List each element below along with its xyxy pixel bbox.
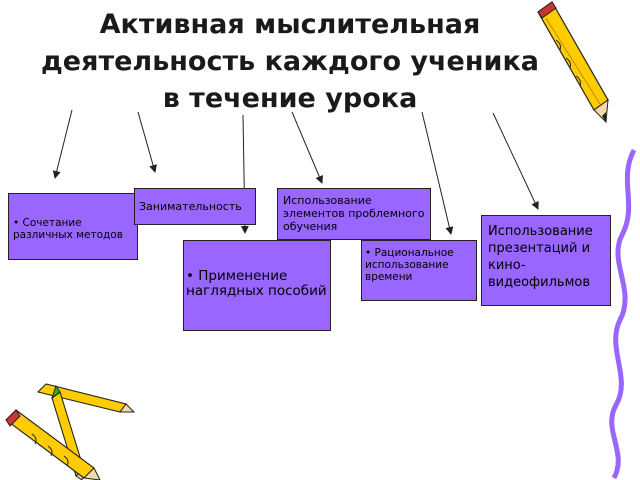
box-visual-aids: Применение наглядных пособий xyxy=(183,240,331,331)
box-visual-aids-label: Применение наглядных пособий xyxy=(186,269,328,299)
wavy-border-line xyxy=(609,148,637,480)
box-presentations-label: Использование презентаций и кино-видеофи… xyxy=(488,224,593,290)
box-combination-label: Сочетание различных методов xyxy=(13,217,133,241)
page-title: Активная мыслительная деятельность каждо… xyxy=(41,9,539,114)
arrow-to-entertainment xyxy=(137,111,157,173)
box-problem-learning: Использование элементов проблемного обуч… xyxy=(277,188,431,240)
arrow-to-time-usage xyxy=(421,111,454,235)
box-entertainment: Занимательность xyxy=(134,188,256,225)
box-combination-methods: Сочетание различных методов xyxy=(8,193,138,260)
arrow-to-presentations xyxy=(492,112,539,210)
box-problem-learning-label: Использование элементов проблемного обуч… xyxy=(283,194,425,233)
arrow-to-combination xyxy=(52,109,73,179)
arrows xyxy=(52,109,539,235)
pencil-icon xyxy=(537,1,609,124)
box-presentations: Использование презентаций и кино-видеофи… xyxy=(481,215,611,306)
arrow-to-problem-learning xyxy=(291,111,323,184)
box-time-usage-label: Рациональное использование времени xyxy=(365,247,473,283)
box-time-usage: Рациональное использование времени xyxy=(361,240,477,301)
pencils-group-icon xyxy=(5,383,136,480)
box-entertainment-label: Занимательность xyxy=(139,200,242,213)
